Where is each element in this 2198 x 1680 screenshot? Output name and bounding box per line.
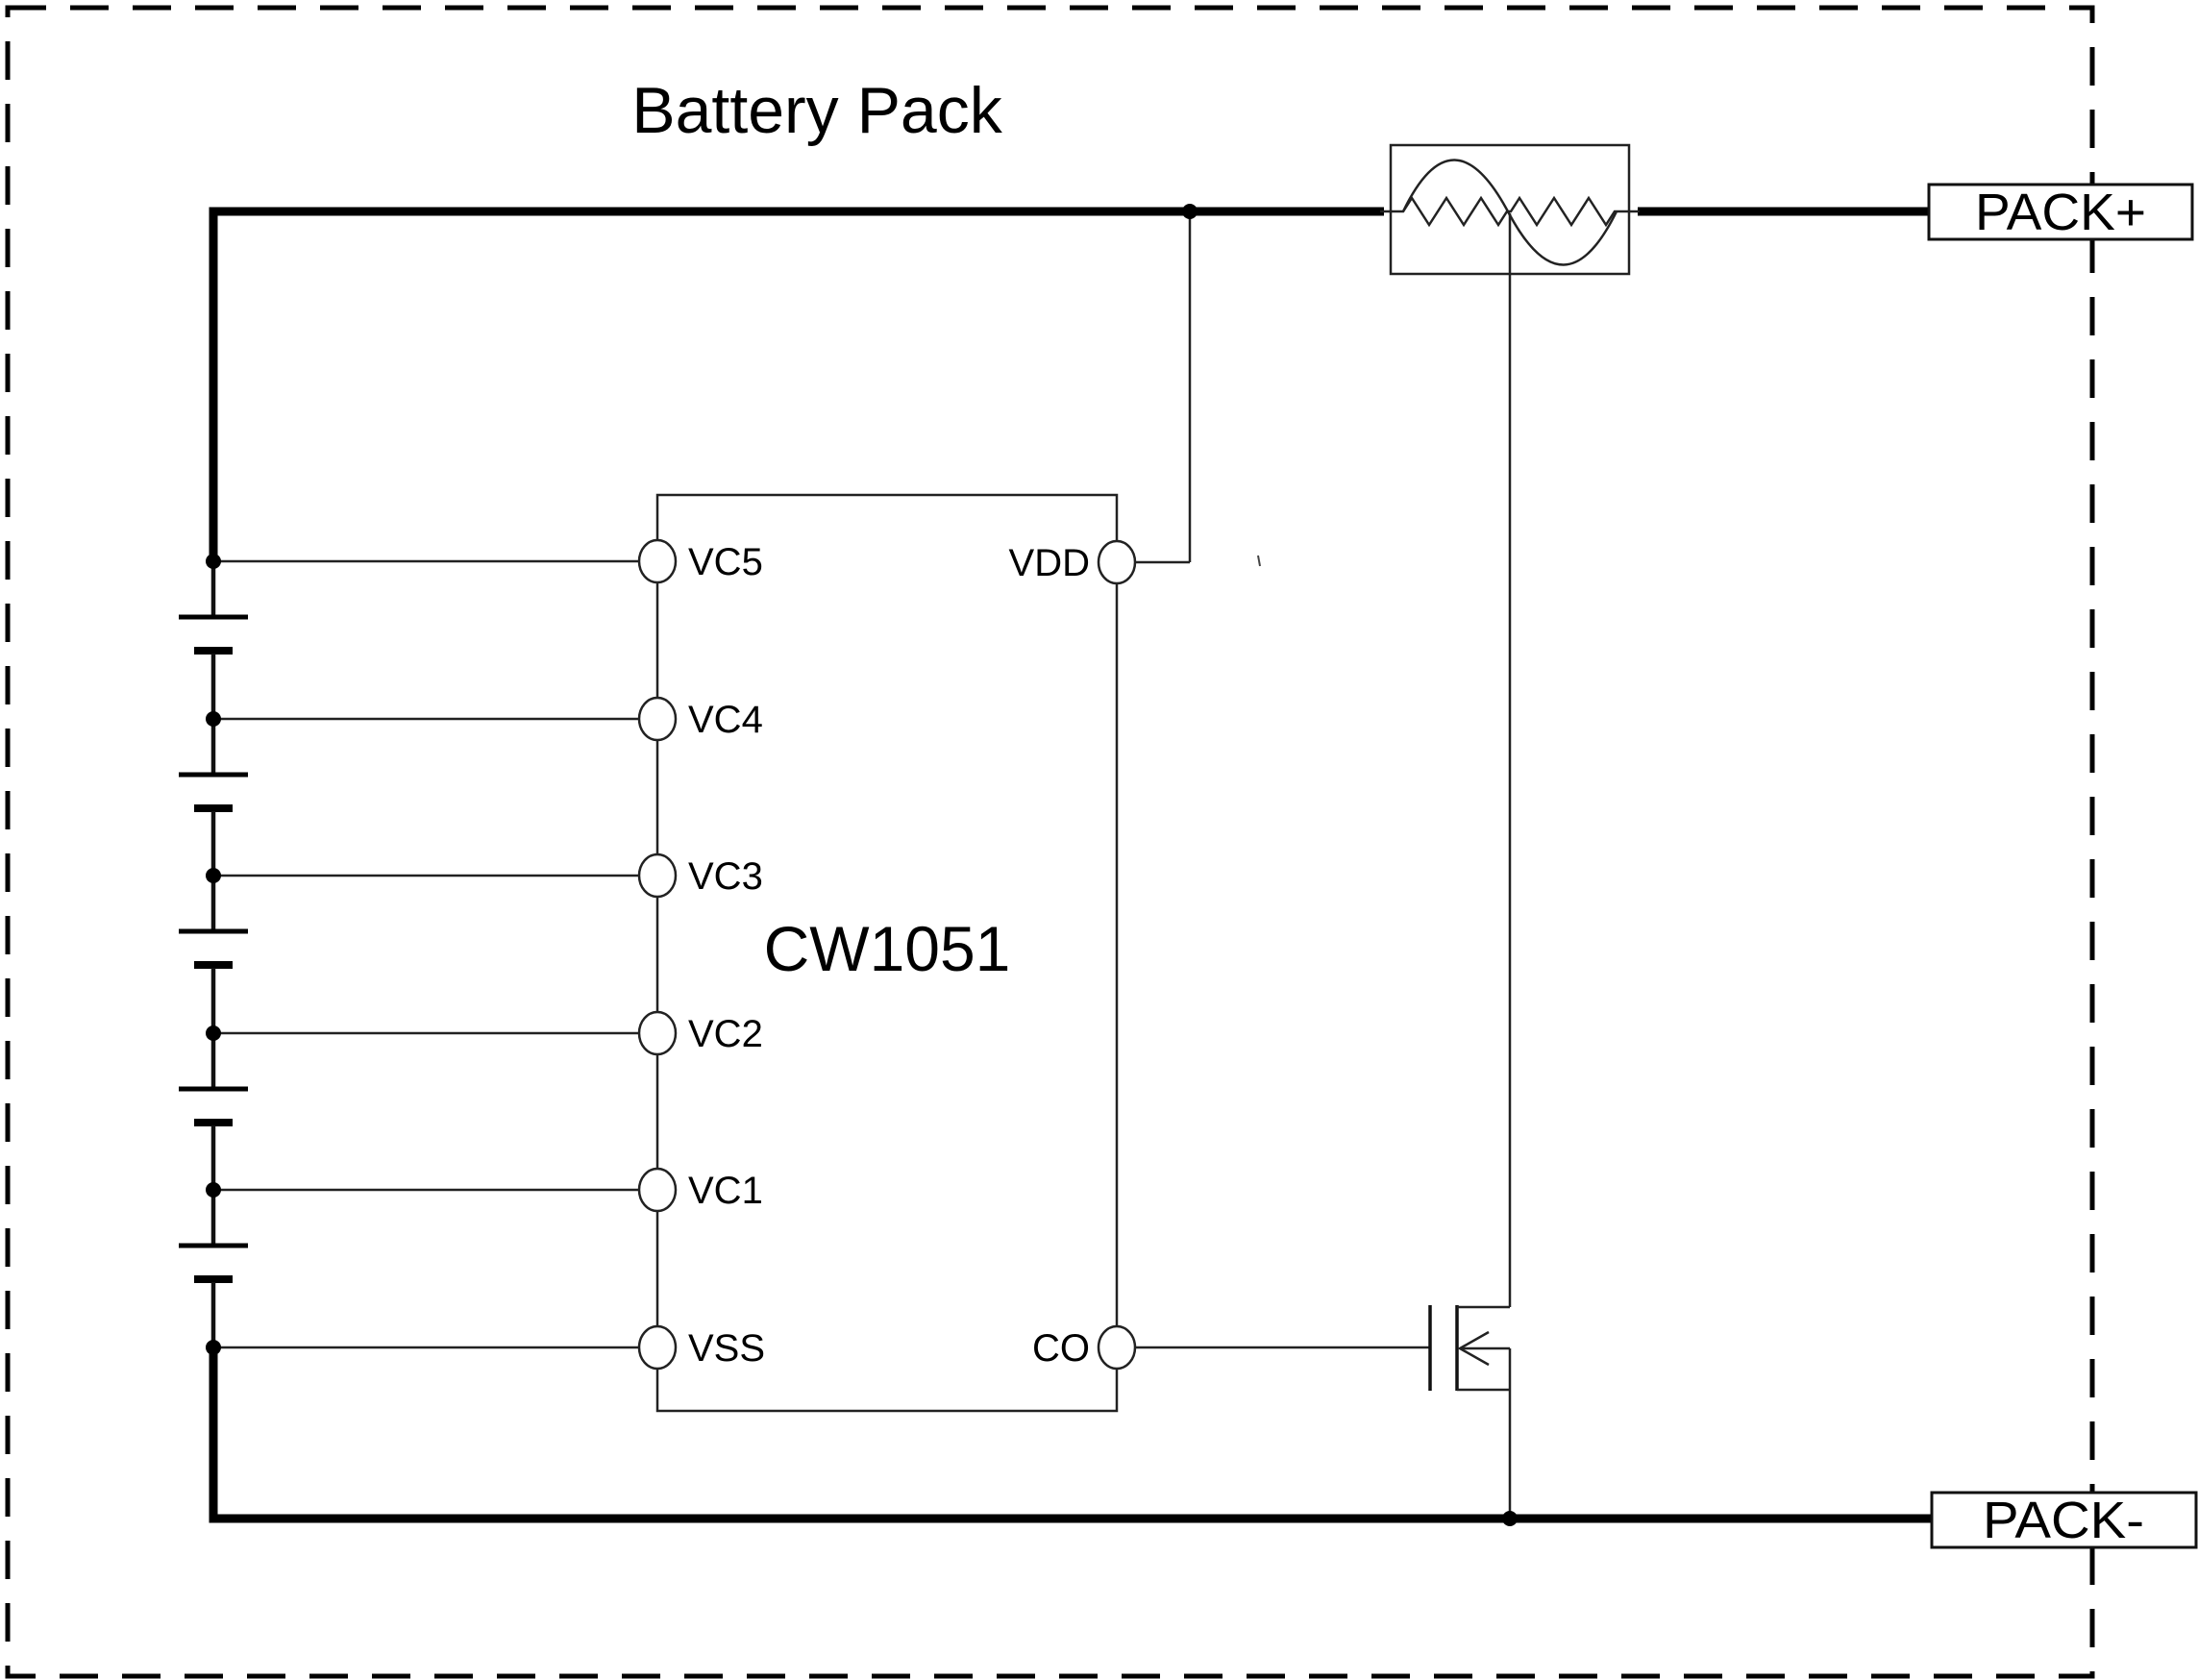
junction-dot: [206, 868, 221, 883]
negative-rail: [209, 1347, 1936, 1523]
pack-minus-terminal-box: [1930, 1491, 2198, 1549]
pack-minus-label: PACK-: [1983, 1492, 2144, 1549]
junction-dot: [1182, 204, 1198, 219]
junction-dot: [206, 1025, 221, 1041]
junction-dot: [206, 1182, 221, 1198]
positive-rail: [209, 207, 1384, 561]
mosfet-arrow-icon: [1457, 1330, 1490, 1367]
pin-circle-vc2: [637, 1010, 678, 1056]
stray-mark: [1257, 555, 1261, 567]
pin-label-vc1: VC1: [688, 1170, 763, 1212]
pin-circle-vss: [637, 1324, 678, 1371]
pin-label-vc5: VC5: [688, 541, 763, 583]
diagram-title: Battery Pack: [631, 74, 1002, 147]
pin-label-vc4: VC4: [688, 699, 763, 741]
junction-dot: [206, 1340, 221, 1355]
ic-name-label: CW1051: [764, 913, 1011, 984]
pin-label-vdd: VDD: [1009, 542, 1090, 584]
pin-circle-vc3: [637, 852, 678, 899]
junction-dot: [206, 711, 221, 727]
pin-circle-co: [1097, 1324, 1137, 1371]
pack-plus-terminal-box: [1927, 183, 2194, 241]
pin-label-vc3: VC3: [688, 855, 763, 898]
pin-circle-vc4: [637, 696, 678, 742]
junction-dot: [206, 554, 221, 569]
pin-label-vss: VSS: [688, 1327, 765, 1370]
pin-circle-vdd: [1097, 539, 1137, 585]
ic-body: [655, 493, 1119, 1413]
pin-circle-vc5: [637, 538, 678, 584]
pin-circle-vc1: [637, 1167, 678, 1213]
junction-dot: [1502, 1511, 1518, 1526]
pin-label-co: CO: [1032, 1327, 1090, 1370]
pack-plus-label: PACK+: [1975, 184, 2146, 241]
pin-label-vc2: VC2: [688, 1013, 763, 1055]
